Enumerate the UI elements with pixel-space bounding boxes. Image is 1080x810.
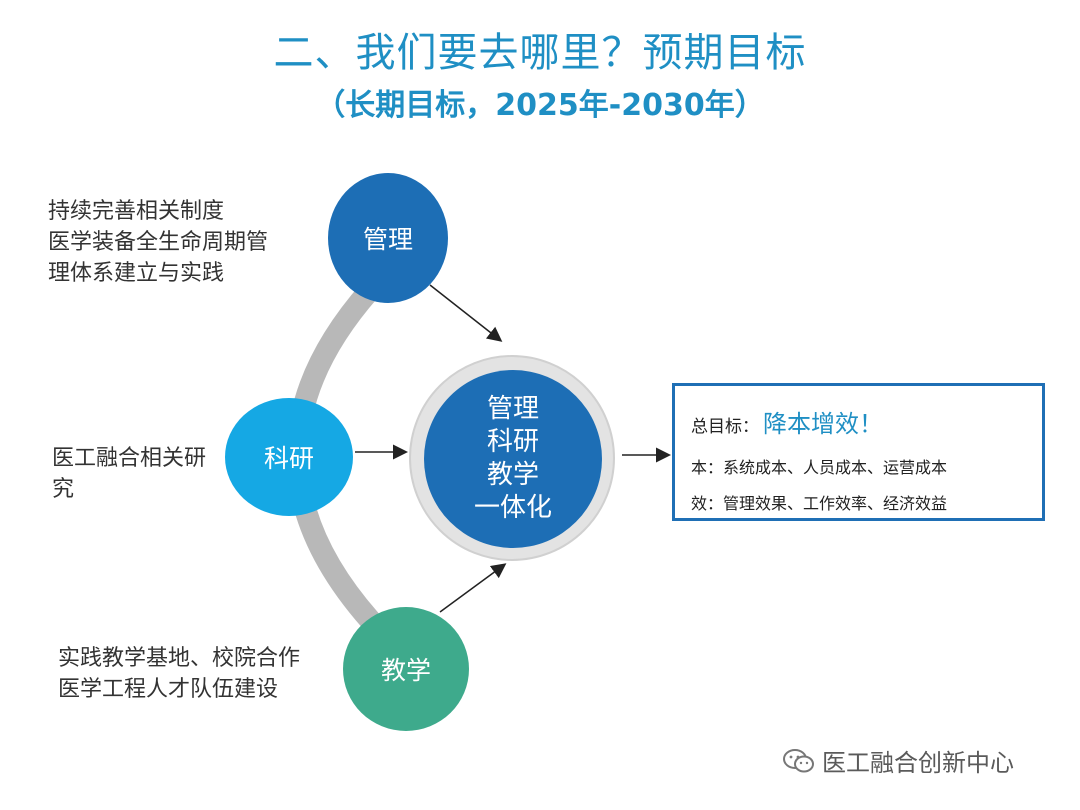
note-education: 实践教学基地、校院合作 医学工程人才队伍建设 <box>58 646 301 702</box>
goal-effect-line: 效：管理效果、工作效率、经济效益 <box>691 494 948 513</box>
watermark: 医工融合创新中心 <box>782 743 1014 778</box>
note-research: 医工融合相关研 究 <box>52 446 207 502</box>
node-management-label: 管理 <box>362 225 413 254</box>
arrow-education-to-center <box>439 563 507 613</box>
goal-box: 总目标：降本增效！ 本：系统成本、人员成本、运营成本 效：管理效果、工作效率、经… <box>672 383 1045 521</box>
page-subtitle: （长期目标，2025年-2030年） <box>315 88 765 123</box>
page-title: 二、我们要去哪里？预期目标 <box>273 30 807 76</box>
goal-heading: 总目标：降本增效！ <box>691 404 883 439</box>
node-education-label: 教学 <box>380 656 431 685</box>
node-research: 科研 <box>225 398 353 516</box>
wechat-icon <box>783 748 814 772</box>
node-management: 管理 <box>328 173 448 303</box>
goal-cost-line: 本：系统成本、人员成本、运营成本 <box>691 458 948 477</box>
node-education: 教学 <box>343 607 469 731</box>
center-node: 管理 科研 教学 一体化 <box>424 370 602 548</box>
arrow-management-to-center <box>429 284 503 342</box>
goal-highlight: 降本增效！ <box>763 410 883 438</box>
node-research-label: 科研 <box>263 444 314 473</box>
goal-label: 总目标： <box>691 417 759 437</box>
note-management: 持续完善相关制度 医学装备全生命周期管 理体系建立与实践 <box>48 199 269 286</box>
watermark-text: 医工融合创新中心 <box>822 749 1014 777</box>
center-node-label: 管理 科研 教学 一体化 <box>473 394 552 523</box>
